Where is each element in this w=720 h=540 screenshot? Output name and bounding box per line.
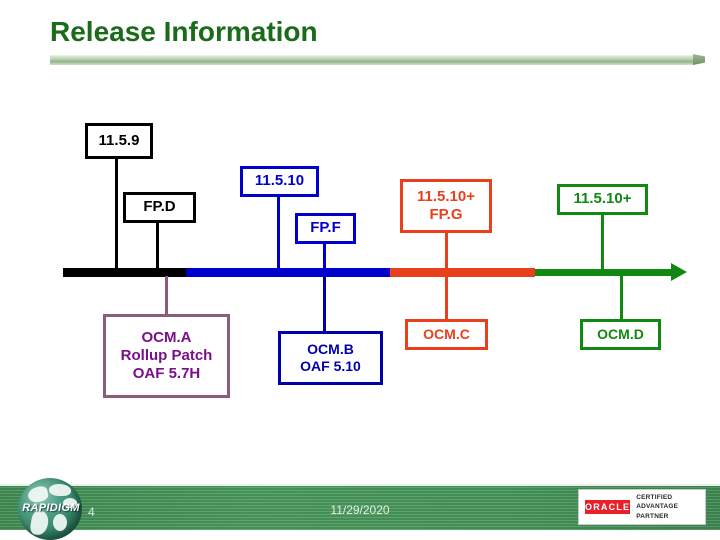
oracle-partner-badge: ORACLE CERTIFIED ADVANTAGE PARTNER [578,489,706,525]
connector-11-5-9 [115,158,118,270]
milestone-label-line2: FP.G [429,206,463,223]
footer-band-highlight [0,484,720,486]
milestone-box-fp-f[interactable]: FP.F [295,213,356,244]
footer-date: 11/29/2020 [330,503,390,517]
page-number: 4 [88,505,95,519]
patch-box-ocm-d[interactable]: OCM.D [580,319,661,350]
patch-label: OCM.D [597,325,644,342]
milestone-box-fp-d[interactable]: FP.D [123,192,196,223]
timeline-segment-blue [186,268,390,277]
oracle-badge-line2: PARTNER [636,512,669,520]
milestone-label: FP.D [143,198,176,216]
patch-box-ocm-c[interactable]: OCM.C [405,319,488,350]
footer-white-strip [0,530,720,540]
timeline-arrow-icon [671,263,687,281]
connector-fp-g [445,232,448,270]
patch-label: OCM.C [423,325,470,342]
connector-11-5-10-plus [601,215,604,270]
page-title: Release Information [50,16,318,47]
logo-wordmark: RAPIDIGM [22,502,80,514]
patch-box-ocm-b[interactable]: OCM.B OAF 5.10 [278,331,383,385]
connector-ocm-b [323,276,326,331]
oracle-logo: ORACLE [585,500,631,514]
milestone-box-11-5-9[interactable]: 11.5.9 [85,123,153,159]
title-divider [50,54,705,65]
milestone-box-11-5-10-plus[interactable]: 11.5.10+ [557,184,648,215]
milestone-label: 11.5.10 [254,172,305,190]
connector-ocm-d [620,276,623,319]
patch-label-line1: OCM.B [307,340,354,357]
globe-landmass [53,514,67,531]
connector-fp-d [156,222,159,270]
connector-fp-f [323,244,326,270]
title-divider-bar [50,55,695,65]
connector-ocm-a [165,276,168,314]
timeline-segment-green [535,269,673,276]
title-divider-tip [693,54,705,65]
rapidigm-logo: RAPIDIGM [14,476,86,540]
globe-landmass [49,484,71,496]
milestone-label: FP.F [310,219,341,237]
milestone-box-11-5-10-fp-g[interactable]: 11.5.10+ FP.G [400,179,492,233]
milestone-label: 11.5.9 [98,131,140,149]
patch-label-line2: Rollup Patch [120,346,213,364]
connector-ocm-c [445,276,448,319]
connector-11-5-10 [277,196,280,270]
oracle-badge-text: CERTIFIED ADVANTAGE PARTNER [636,493,705,521]
patch-label-line2: OAF 5.10 [300,358,361,374]
patch-label-line3: OAF 5.7H [132,365,201,383]
milestone-label-line1: 11.5.10+ [417,187,475,205]
globe-landmass [63,498,77,508]
timeline-segment-black [63,268,186,277]
patch-label-line1: OCM.A [141,328,192,346]
milestone-label: 11.5.10+ [573,190,632,208]
milestone-box-11-5-10[interactable]: 11.5.10 [240,166,319,197]
globe-icon [18,478,82,540]
timeline-segment-red [390,268,535,277]
patch-box-ocm-a[interactable]: OCM.A Rollup Patch OAF 5.7H [103,314,230,398]
oracle-badge-line1: CERTIFIED ADVANTAGE [636,493,679,511]
